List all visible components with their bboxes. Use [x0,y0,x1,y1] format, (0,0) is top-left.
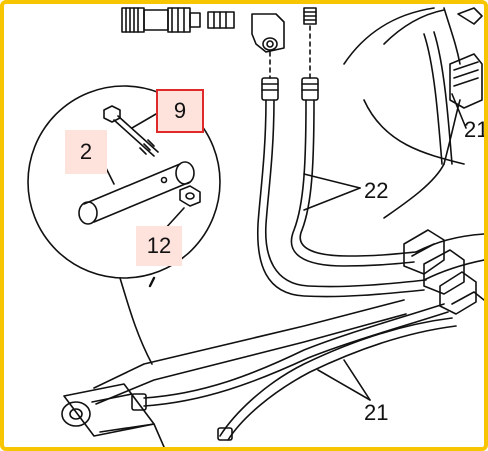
callout-part-9-text: 9 [173,98,187,123]
label-part-22: 22 [364,178,389,203]
hydraulic-hose-illustration [27,7,484,447]
cylinder-arm [61,383,165,447]
coupling-fittings [121,7,317,53]
label-part-21-lower: 21 [364,400,389,425]
valve-bank [343,7,484,315]
callout-part-9: 9 [156,89,204,133]
callout-part-2-text: 2 [79,139,93,164]
callout-part-12: 12 [136,226,182,266]
detail-circle [27,85,221,365]
hose-21-pair [93,299,457,441]
pin-part-2 [78,161,195,225]
guide-lines [269,25,311,79]
nut-part-12 [179,185,201,207]
hose-22-pair [256,77,427,298]
label-part-21-upper: 21 [464,117,488,142]
callout-part-12-text: 12 [146,233,172,258]
bolt-part-9 [103,105,159,157]
callout-part-2: 2 [65,130,107,174]
